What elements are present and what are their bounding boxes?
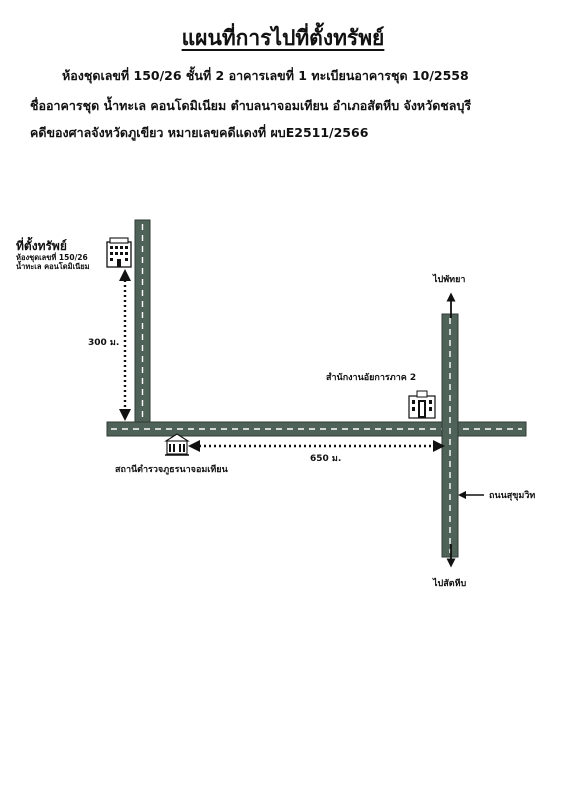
distance-horizontal-label: 650 ม. (310, 454, 341, 464)
property-title: ที่ตั้งทรัพย์ (16, 236, 67, 253)
distance-vertical-label: 300 ม. (88, 338, 119, 348)
building-icon (106, 237, 132, 268)
road-name-label: ถนนสุขุมวิท (489, 490, 535, 501)
prosecutor-office-icon (408, 390, 436, 419)
property-unit: ห้องชุดเลขที่ 150/26 (16, 251, 88, 262)
to-sattahip-label: ไปสัตหีบ (432, 577, 467, 589)
road-horizontal (106, 421, 527, 437)
info-line-unit: ห้องชุดเลขที่ 150/26 ชั้นที่ 2 อาคารเลขท… (62, 68, 469, 83)
police-station-icon (164, 433, 190, 456)
prosecutor-office-label: สำนักงานอัยการภาค 2 (326, 372, 416, 383)
to-pattaya-label: ไปพัทยา (432, 273, 465, 285)
info-line-building: ชื่ออาคารชุด น้ำทะเล คอนโดมิเนียม ตำบลนา… (30, 98, 472, 113)
page-title: แผนที่การไปที่ตั้งทรัพย์ (181, 26, 385, 50)
road-sukhumvit (441, 313, 459, 558)
info-line-case: คดีของศาลจังหวัดภูเขียว หมายเลขคดีแดงที่… (30, 125, 369, 140)
road-west-vertical (134, 219, 151, 437)
property-building-name: น้ำทะเล คอนโดมิเนียม (16, 260, 90, 271)
police-station-label: สถานีตำรวจภูธรนาจอมเทียน (115, 464, 229, 475)
